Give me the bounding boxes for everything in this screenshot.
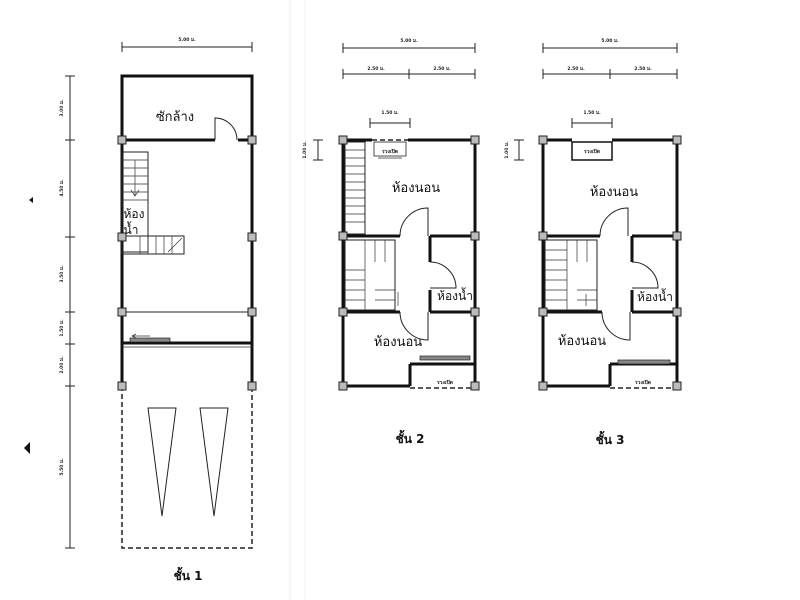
- floor-1-width-dimension: 5.00 ม.: [121, 37, 253, 52]
- floor-3-walls: [541, 138, 679, 389]
- dimension-label: 3.00 ม.: [59, 99, 65, 117]
- floor-2-doors: [399, 207, 457, 341]
- margin-mark-icon: [24, 442, 30, 454]
- dimension-label: 1.50 ม.: [583, 110, 601, 116]
- floor-3-plan: 5.00 ม. 2.50 ม. 2.50 ม. 1.50 ม. 1.00 ม.: [504, 38, 682, 447]
- floor-3-windows: [571, 141, 671, 365]
- floor-3-staircase: [544, 239, 598, 311]
- room-label-bedroom: ห้องนอน: [558, 334, 606, 349]
- room-label-bedroom: ห้องนอน: [392, 181, 440, 196]
- floor-title: ชั้น 1: [174, 566, 203, 583]
- floor-2-dimensions: 5.00 ม. 2.50 ม. 2.50 ม. 1.50 ม. 1.00 ม.: [302, 38, 476, 161]
- carport-outline: [121, 386, 253, 549]
- floor-2-columns: [338, 135, 480, 391]
- floor-1-columns: [117, 135, 257, 391]
- dimension-label: 2.50 ม.: [634, 66, 652, 72]
- floor-2-windows: [373, 141, 471, 361]
- floor-3-columns: [538, 135, 682, 391]
- window-label: รวงเปิด: [584, 148, 600, 155]
- floor-3-doors: [599, 207, 659, 341]
- window-label: รวงเปิด: [382, 148, 398, 155]
- dimension-label: 5.00 ม.: [400, 38, 418, 44]
- car-symbol: [199, 407, 229, 517]
- window-label: รวงเปิด: [635, 379, 651, 386]
- sliding-door: [129, 333, 171, 343]
- room-label-bathroom: ห้องน้ำ: [637, 288, 673, 304]
- dimension-label: 1.50 ม.: [381, 110, 399, 116]
- car-symbol: [147, 407, 177, 517]
- dimension-label: 2.50 ม.: [367, 66, 385, 72]
- dimension-label: 1.00 ม.: [504, 141, 510, 159]
- dimension-label: 1.50 ม.: [59, 319, 65, 337]
- floor-2-plan: 5.00 ม. 2.50 ม. 2.50 ม. 1.50 ม. 1.00 ม.: [302, 38, 480, 446]
- dimension-label: 3.50 ม.: [59, 265, 65, 283]
- dimension-label: 2.00 ม.: [59, 356, 65, 374]
- floor-2-staircase: [344, 141, 399, 311]
- window-label: รวงเปิด: [437, 379, 453, 386]
- floor-1-plan: 5.00 ม. 3.00 ม. 4.50 ม. 3.50 ม. 1.50 ม. …: [59, 37, 257, 583]
- dimension-label: 5.50 ม.: [59, 458, 65, 476]
- dimension-label: 2.50 ม.: [433, 66, 451, 72]
- room-label-bathroom: น้ำ: [124, 221, 139, 237]
- floor-2-walls: [341, 138, 477, 389]
- door-swing: [214, 117, 238, 141]
- room-label-laundry: ซักล้าง: [156, 110, 194, 125]
- floor-1-depth-dimensions: 3.00 ม. 4.50 ม. 3.50 ม. 1.50 ม. 2.00 ม. …: [59, 75, 75, 549]
- room-label-bedroom: ห้องนอน: [374, 335, 422, 350]
- room-label-bathroom: ห้องน้ำ: [437, 287, 473, 303]
- margin-mark-icon: [29, 197, 33, 203]
- floor-title: ชั้น 2: [396, 429, 425, 446]
- room-label-bathroom: ห้อง: [124, 207, 145, 221]
- floor-1-staircase: [121, 151, 185, 255]
- dimension-label: 2.50 ม.: [567, 66, 585, 72]
- dimension-label: 4.50 ม.: [59, 179, 65, 197]
- floor-title: ชั้น 3: [596, 430, 625, 447]
- dimension-label: 5.00 ม.: [601, 38, 619, 44]
- floor-3-dimensions: 5.00 ม. 2.50 ม. 2.50 ม. 1.50 ม. 1.00 ม.: [504, 38, 678, 161]
- dimension-label: 1.00 ม.: [302, 141, 308, 159]
- dimension-label: 5.00 ม.: [178, 37, 196, 43]
- room-label-bedroom: ห้องนอน: [590, 185, 638, 200]
